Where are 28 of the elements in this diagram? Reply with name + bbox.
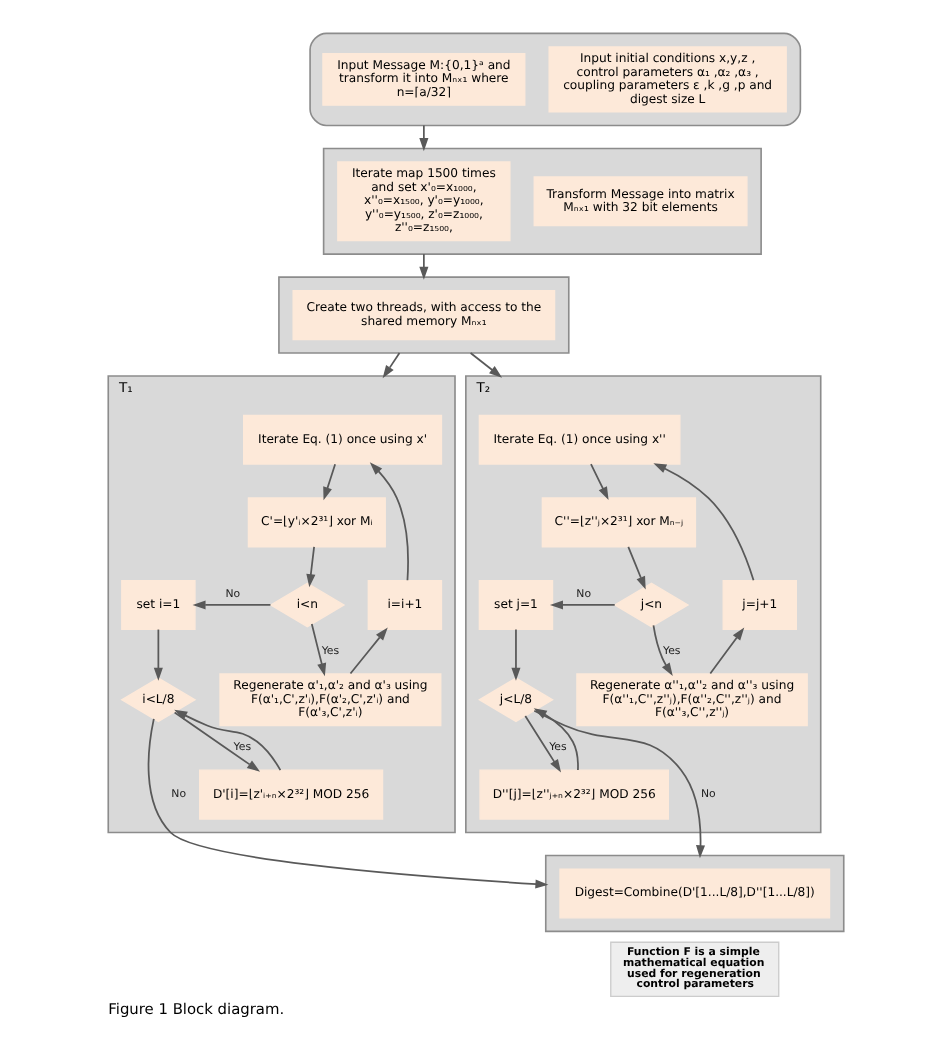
arrow	[533, 708, 579, 771]
arrow	[147, 717, 549, 889]
arrow	[323, 463, 336, 501]
cluster	[544, 854, 845, 933]
arrow	[349, 627, 388, 675]
arrow	[533, 709, 706, 859]
arrow	[627, 545, 646, 590]
arrow	[469, 352, 503, 378]
arrow	[153, 628, 163, 681]
cluster	[309, 32, 802, 127]
cluster	[278, 276, 570, 354]
arrow	[653, 463, 755, 582]
arrow	[173, 711, 261, 772]
arrow	[310, 623, 327, 677]
arrow	[174, 709, 282, 771]
arrow	[590, 463, 609, 500]
arrow	[524, 715, 562, 773]
arrow	[549, 600, 616, 610]
arrow	[652, 624, 673, 676]
arrow	[419, 253, 429, 280]
arrow	[382, 352, 401, 379]
arrow	[192, 600, 272, 610]
arrow	[419, 124, 429, 152]
arrow	[306, 545, 316, 588]
arrow	[369, 462, 409, 582]
arrow	[709, 627, 745, 675]
arrow	[511, 628, 521, 681]
cluster	[322, 147, 762, 255]
